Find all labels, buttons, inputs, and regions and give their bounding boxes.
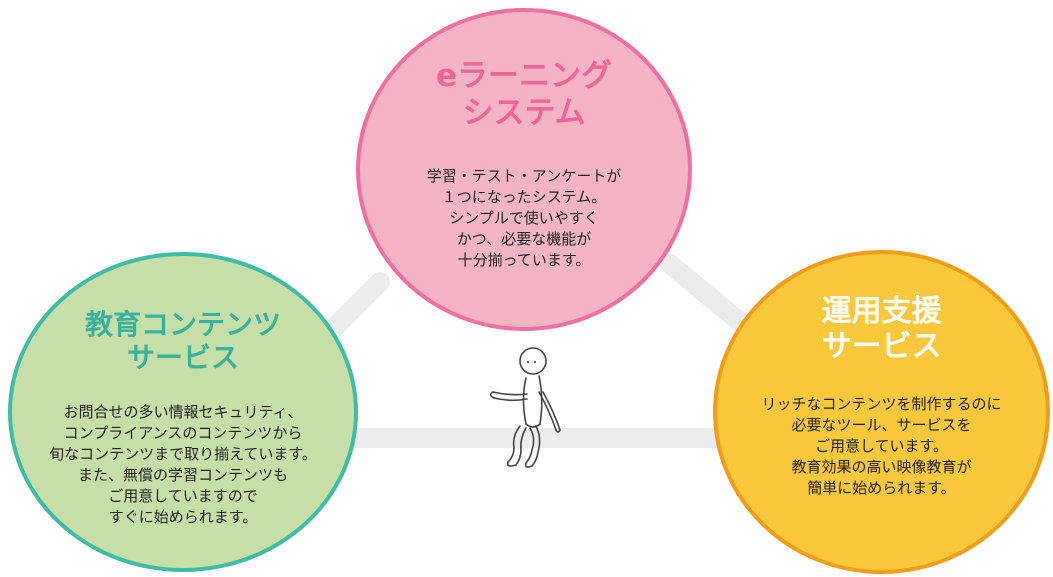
support-title: 運用支援 サービス [821, 294, 942, 365]
elearning-description: 学習・テスト・アンケートが １つになったシステム。 シンプルで使いやすく かつ、… [426, 167, 622, 269]
operation-support-circle: 運用支援 サービス リッチなコンテンツを制作するのに 必要なツール、サービスを … [713, 250, 1050, 574]
seated-stick-figure-icon [489, 347, 561, 468]
content-title: 教育コンテンツ サービス [84, 308, 281, 375]
elearning-title: eラーニング システム [435, 58, 613, 131]
support-description: リッチなコンテンツを制作するのに 必要なツール、サービスを ご用意しています。 … [761, 395, 1002, 497]
content-description: お問合せの多い情報セキュリティ、 コンプライアンスのコンテンツから 旬なコンテン… [49, 403, 317, 526]
education-content-circle: 教育コンテンツ サービス お問合せの多い情報セキュリティ、 コンプライアンスのコ… [8, 252, 358, 572]
elearning-system-circle: eラーニング システム 学習・テスト・アンケートが １つになったシステム。 シン… [356, 8, 692, 331]
connector-right [660, 254, 762, 342]
